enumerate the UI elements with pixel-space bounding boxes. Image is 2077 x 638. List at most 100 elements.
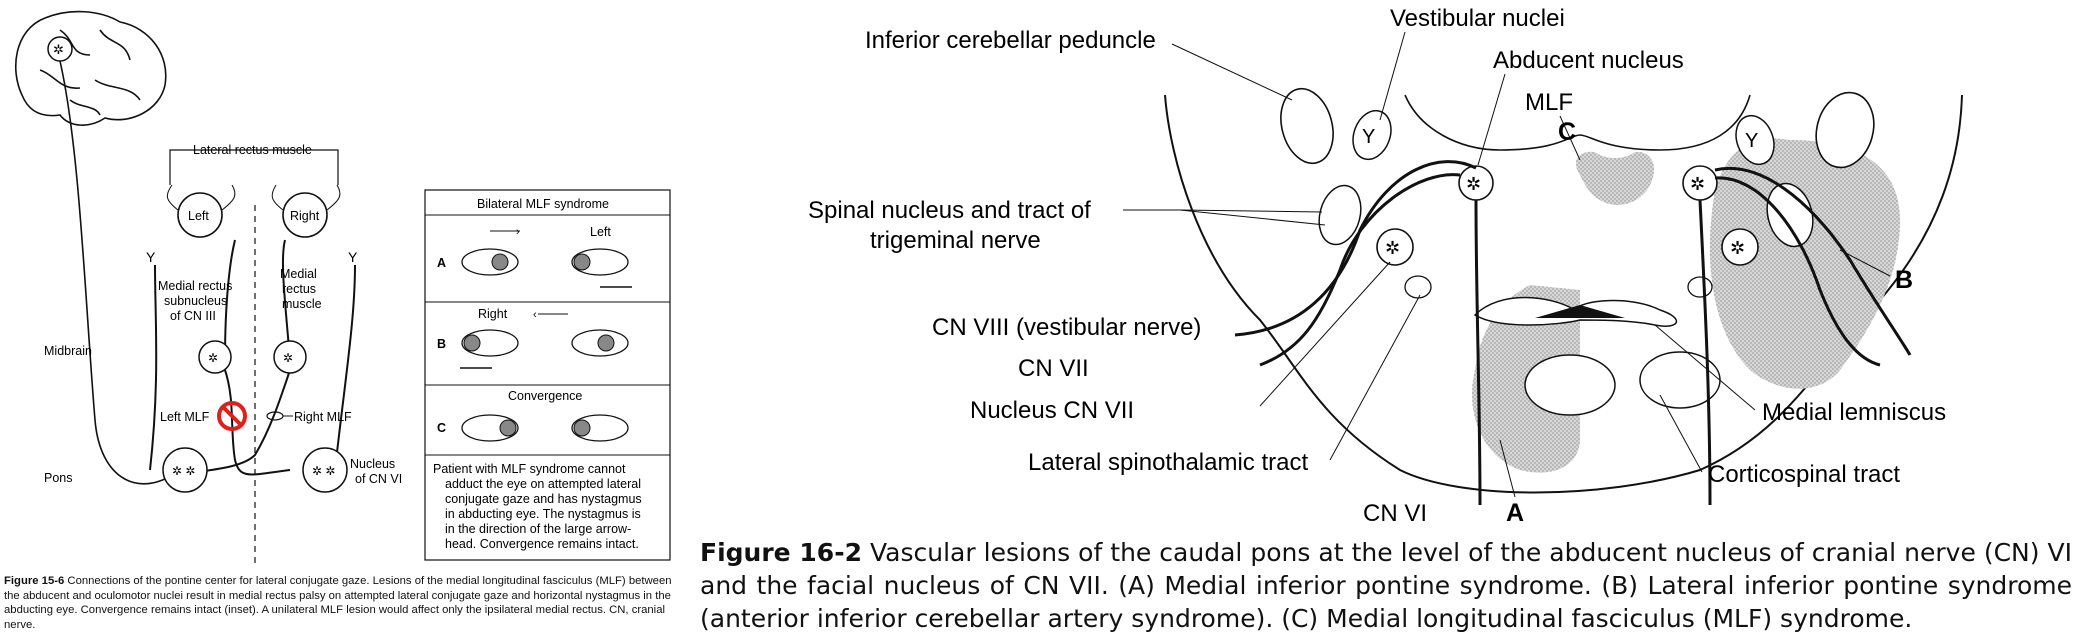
neuron-icon: ✲ xyxy=(208,351,218,365)
leader-line xyxy=(1499,439,1516,498)
medial-rectus-muscle-label-2: rectus xyxy=(282,282,316,296)
inset-note-line-4: in abducting eye. The nystagmus is xyxy=(445,507,641,521)
nerve-pathways xyxy=(149,239,356,476)
spinal-nucleus-label-2: trigeminal nerve xyxy=(870,227,1041,254)
caudal-pons-diagram: Y ✲ ✲ ✲ Y ✲ Inferior cerebe xyxy=(808,5,1963,527)
spinal-trigeminal-left xyxy=(1318,184,1362,246)
figure-15-6-label: Figure 15-6 xyxy=(4,575,65,587)
lateral-spinothalamic-label: Lateral spinothalamic tract xyxy=(1028,449,1308,476)
leader-line xyxy=(1654,324,1756,411)
figure-16-2-caption-text: Vascular lesions of the caudal pons at t… xyxy=(700,538,2073,633)
cn6-label: CN VI xyxy=(1363,500,1427,527)
medial-lemniscus-dark xyxy=(1535,305,1625,318)
figure-15-6-caption-text: Connections of the pontine center for la… xyxy=(4,575,672,631)
leader-line xyxy=(1477,73,1506,166)
medial-rectus-subnucleus-label-2: subnucleus xyxy=(164,294,227,308)
vestibular-nucleus-left xyxy=(1352,109,1392,161)
medial-rectus-subnucleus-label-1: Medial rectus xyxy=(158,279,232,293)
midbrain-label: Midbrain xyxy=(44,344,92,358)
arrowhead-icon: ‹ xyxy=(533,309,537,321)
nerve-terminal-left-icon: Y xyxy=(146,249,156,265)
row-c-title: Convergence xyxy=(508,389,582,403)
abducens-nucleus-left xyxy=(162,447,208,493)
lesion-region-b xyxy=(1709,138,1900,389)
inset-note-line-6: head. Convergence remains intact. xyxy=(445,537,639,551)
neuron-icon: ✲ xyxy=(1730,238,1745,258)
leader-line xyxy=(1379,31,1406,121)
pons-outline xyxy=(1164,94,1963,494)
nucleus-cn7-label: Nucleus CN VII xyxy=(970,397,1134,424)
iris-icon xyxy=(499,419,517,437)
region-c-label: C xyxy=(1558,118,1576,146)
right-eye xyxy=(282,192,328,238)
region-a-label: A xyxy=(1506,499,1524,527)
iris-icon xyxy=(573,419,591,437)
lesion-region-c xyxy=(1575,151,1655,205)
inferior-cerebellar-peduncle-right xyxy=(1815,91,1875,169)
row-b-label: Right xyxy=(478,307,508,321)
brain-outline xyxy=(14,10,167,126)
fourth-ventricle-floor xyxy=(1404,94,1751,151)
neuron-icon: ✲ xyxy=(1690,174,1705,194)
leader-line xyxy=(1659,394,1703,473)
right-mlf-label: Right MLF xyxy=(294,410,352,424)
abducent-nucleus-label: Abducent nucleus xyxy=(1493,47,1684,74)
medial-lemniscus-label: Medial lemniscus xyxy=(1762,399,1946,426)
mlf-lesion-icon xyxy=(217,401,247,431)
bilateral-mlf-inset: Bilateral MLF syndrome A › Left B Right … xyxy=(424,189,671,561)
figure-15-6-caption: Figure 15-6 Connections of the pontine c… xyxy=(4,574,688,632)
figure-16-2-label: Figure 16-2 xyxy=(700,538,862,567)
iris-icon xyxy=(573,253,591,271)
cn7-label: CN VII xyxy=(1018,355,1089,382)
small-nucleus-left xyxy=(1404,275,1432,299)
vestibular-terminal-left-icon: Y xyxy=(1362,126,1375,148)
inferior-cerebellar-peduncle xyxy=(1280,87,1334,165)
nerve-terminal-right-icon: Y xyxy=(348,249,358,265)
inset-note-line-2: adduct the eye on attempted lateral xyxy=(445,477,641,491)
neuron-icon: ✲ xyxy=(1385,238,1400,258)
vestibular-nucleus-right xyxy=(1735,114,1775,166)
oculomotor-nucleus-left xyxy=(198,340,232,374)
inferior-cerebellar-peduncle-label: Inferior cerebellar peduncle xyxy=(865,27,1156,54)
medial-rectus-muscle-label-1: Medial xyxy=(280,267,317,281)
nucleus-cn6-label-2: of CN VI xyxy=(355,472,402,486)
lesion-slash xyxy=(221,405,243,427)
neuron-icon: ✲ xyxy=(283,351,293,365)
left-mlf-label: Left MLF xyxy=(160,410,210,424)
iris-icon xyxy=(597,334,615,352)
inset-note-line-1: Patient with MLF syndrome cannot xyxy=(433,462,626,476)
row-a-letter: A xyxy=(437,256,446,270)
figure-16-2-caption: Figure 16-2 Vascular lesions of the caud… xyxy=(700,536,2072,635)
cranial-nerve-fibres xyxy=(1234,160,1912,506)
leader-line xyxy=(1259,261,1391,407)
medial-rectus-muscle-label-3: muscle xyxy=(282,297,322,311)
iris-icon xyxy=(463,334,481,352)
eye-a-left xyxy=(461,248,519,276)
inset-title: Bilateral MLF syndrome xyxy=(477,197,609,211)
right-eye-label: Right xyxy=(290,209,320,223)
leader-line xyxy=(1123,209,1326,226)
vestibular-nuclei-label: Vestibular nuclei xyxy=(1390,5,1565,32)
leader-line xyxy=(1559,115,1581,161)
neuron-icon: ✲ ✲ xyxy=(312,464,335,478)
region-b-label: B xyxy=(1895,266,1913,294)
iris-icon xyxy=(491,253,509,271)
inset-note-line-3: conjugate gaze and has nystagmus xyxy=(445,492,642,506)
spinal-trigeminal-right xyxy=(1766,182,1814,248)
pons-label: Pons xyxy=(44,471,73,485)
facial-nucleus-right xyxy=(1721,228,1759,266)
abducens-nucleus-right xyxy=(302,447,348,493)
neuron-icon: ✲ xyxy=(1466,174,1481,194)
figure-16-2: Y ✲ ✲ ✲ Y ✲ Inferior cerebe xyxy=(700,0,2077,638)
spinal-nucleus-label-1: Spinal nucleus and tract of xyxy=(808,197,1091,224)
oculomotor-nucleus-right xyxy=(273,340,307,374)
mlf-label: MLF xyxy=(1525,89,1573,116)
figure-15-6: ✲ Lateral rectus muscle Left Right Y Y xyxy=(0,0,690,638)
leader-line xyxy=(1839,249,1891,277)
arrowhead-icon: › xyxy=(516,226,520,238)
row-a-label: Left xyxy=(590,225,611,239)
neuron-icon: ✲ ✲ xyxy=(172,464,195,478)
lateral-rectus-label: Lateral rectus muscle xyxy=(193,143,312,157)
left-eye-label: Left xyxy=(188,209,209,223)
lateral-rectus-bracket xyxy=(169,149,339,185)
